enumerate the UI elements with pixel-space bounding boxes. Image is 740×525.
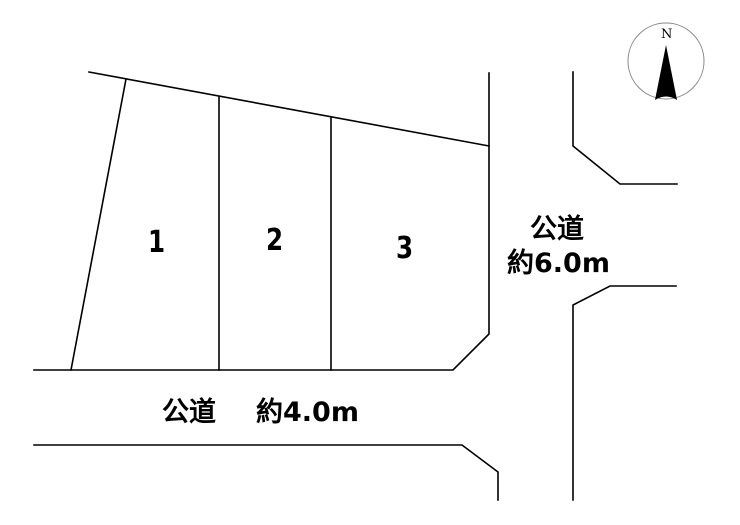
south-road-south-edge <box>33 444 499 501</box>
east-road-width: 約6.0m <box>507 248 610 279</box>
compass-north-label: N <box>661 27 673 42</box>
south-road-width: 約4.0m <box>256 397 359 428</box>
lot-2-label: 2 <box>266 223 284 258</box>
east-road-east-edge-lower <box>572 285 677 501</box>
east-road-name: 公道 <box>530 214 584 245</box>
south-road-name: 公道 <box>162 397 216 428</box>
lot-1-west-boundary <box>70 78 127 371</box>
lot-3-label: 3 <box>396 231 414 266</box>
compass <box>627 22 705 100</box>
east-road-east-edge-upper <box>572 71 678 185</box>
lot-1-label: 1 <box>148 225 166 260</box>
east-road-west-edge <box>33 72 490 371</box>
north-arrow-icon <box>655 45 677 100</box>
rear-boundary-line <box>88 71 490 147</box>
